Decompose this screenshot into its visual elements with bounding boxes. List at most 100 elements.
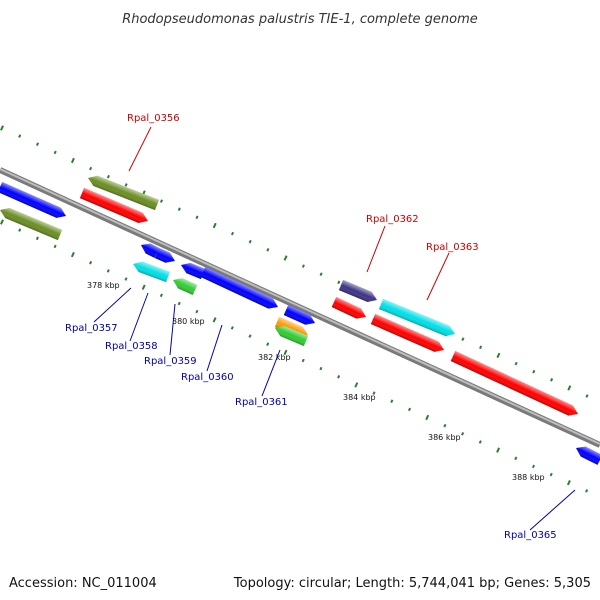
track-tick xyxy=(567,385,572,391)
gene-rpal-0360-blue[interactable] xyxy=(200,267,281,312)
gene-blue-left[interactable] xyxy=(0,181,68,221)
gene-label-rpal-0359[interactable]: Rpal_0359 xyxy=(144,356,197,367)
track-tick xyxy=(407,407,412,412)
track-tick xyxy=(566,480,571,486)
gene-red-0363[interactable] xyxy=(370,313,446,355)
track-tick xyxy=(70,157,75,164)
gene-rpal-0358-cyan[interactable] xyxy=(131,259,170,283)
track-tick xyxy=(89,260,93,265)
track-tick xyxy=(319,272,323,276)
gene-label-rpal-0360[interactable]: Rpal_0360 xyxy=(181,372,234,383)
leader-rpal-0358 xyxy=(129,292,149,342)
track-tick xyxy=(212,317,217,323)
gene-rpal-0356-red[interactable] xyxy=(79,187,150,226)
track-tick xyxy=(141,284,146,290)
gene-rpal-0359-green[interactable] xyxy=(171,275,198,296)
gene-olive-left[interactable] xyxy=(0,205,63,241)
track-tick xyxy=(532,369,536,374)
leader-rpal-0361 xyxy=(261,349,281,397)
gene-arrow-shade xyxy=(370,313,444,352)
gene-arrow-shade xyxy=(133,261,170,283)
track-tick xyxy=(248,334,252,338)
gene-red-large[interactable] xyxy=(450,351,581,419)
scale-label: 388 kbp xyxy=(512,473,545,482)
track-tick xyxy=(266,342,270,346)
scale-label: 386 kbp xyxy=(428,433,461,442)
gene-arrow-shade xyxy=(88,175,160,211)
gene-arrow-shade xyxy=(79,187,148,223)
track-tick xyxy=(35,236,39,241)
track-tick xyxy=(195,215,199,220)
track-tick xyxy=(230,231,235,236)
track-tick xyxy=(212,222,217,229)
leader-rpal-0362 xyxy=(366,225,386,273)
track-tick xyxy=(390,399,394,403)
gene-small-blue-1[interactable] xyxy=(139,240,160,258)
track-tick xyxy=(585,394,589,398)
track-tick xyxy=(461,432,465,436)
track-tick xyxy=(248,239,252,244)
gene-rpal-0363-cyan[interactable] xyxy=(378,298,457,339)
track-tick xyxy=(531,464,536,469)
gene-arrow-shade xyxy=(181,262,206,280)
gene-label-rpal-0363[interactable]: Rpal_0363 xyxy=(426,242,479,253)
gene-arrow-shade xyxy=(154,247,176,263)
track-tick xyxy=(301,264,305,268)
gene-label-rpal-0365[interactable]: Rpal_0365 xyxy=(504,530,557,541)
scale-labels: 378 kbp 380 kbp 382 kbp 384 kbp 386 kbp … xyxy=(87,281,545,482)
track-tick xyxy=(319,366,323,371)
gene-blue-361[interactable] xyxy=(283,304,317,328)
track-tick xyxy=(89,166,93,171)
leader-rpal-0363 xyxy=(426,252,450,301)
gene-arrow-shade xyxy=(275,326,309,347)
track-tick xyxy=(195,309,199,314)
gene-blue-small-3[interactable] xyxy=(179,260,206,280)
gene-arrow-shade xyxy=(338,279,377,303)
outer-tick-track xyxy=(0,125,589,398)
gene-label-rpal-0362[interactable]: Rpal_0362 xyxy=(366,214,419,225)
track-tick xyxy=(177,207,181,211)
gene-rpal-0361-green[interactable] xyxy=(273,323,309,347)
accession-text: Accession: NC_011004 xyxy=(9,576,157,591)
scale-label: 384 kbp xyxy=(343,393,376,402)
track-tick xyxy=(230,326,234,330)
track-tick xyxy=(53,244,57,249)
leader-rpal-0356 xyxy=(128,126,152,172)
gene-label-rpal-0357[interactable]: Rpal_0357 xyxy=(65,323,118,334)
gene-rpal-0362-purple[interactable] xyxy=(338,279,379,305)
track-tick xyxy=(283,349,288,356)
gene-rpal-0365-blue[interactable] xyxy=(574,443,600,465)
leader-rpal-0360 xyxy=(206,324,223,372)
track-tick xyxy=(106,269,110,273)
label-leaders xyxy=(93,126,576,531)
genome-backbone xyxy=(0,167,600,448)
gene-arrow-shade xyxy=(274,316,309,337)
track-tick xyxy=(177,301,181,306)
track-tick xyxy=(496,352,501,359)
track-tick xyxy=(53,150,57,155)
genome-summary-text: Topology: circular; Length: 5,744,041 bp… xyxy=(233,576,591,591)
leader-rpal-0365 xyxy=(529,489,576,531)
gene-labels-bottom: Rpal_0357 Rpal_0358 Rpal_0359 Rpal_0360 … xyxy=(65,323,557,541)
track-tick xyxy=(478,440,482,444)
track-tick xyxy=(337,280,341,285)
track-tick xyxy=(0,125,4,131)
gene-arrow-shade xyxy=(173,278,198,296)
track-tick xyxy=(354,382,359,388)
gene-arrow-shade xyxy=(0,208,63,241)
gene-red-0362[interactable] xyxy=(331,297,369,322)
gene-rpal-0361-orange[interactable] xyxy=(274,316,310,340)
gene-arrow-shade xyxy=(0,181,67,218)
gene-label-rpal-0356[interactable]: Rpal_0356 xyxy=(127,113,180,124)
track-tick xyxy=(70,251,75,258)
track-tick xyxy=(301,358,305,363)
track-tick xyxy=(550,378,554,382)
track-tick xyxy=(479,345,483,350)
gene-label-rpal-0361[interactable]: Rpal_0361 xyxy=(235,397,288,408)
gene-arrow-shade xyxy=(283,304,315,325)
gene-rpal-0356-olive[interactable] xyxy=(86,173,160,211)
gene-small-blue-2[interactable] xyxy=(154,247,177,266)
gene-label-rpal-0358[interactable]: Rpal_0358 xyxy=(105,341,158,352)
leader-rpal-0359 xyxy=(169,303,176,356)
